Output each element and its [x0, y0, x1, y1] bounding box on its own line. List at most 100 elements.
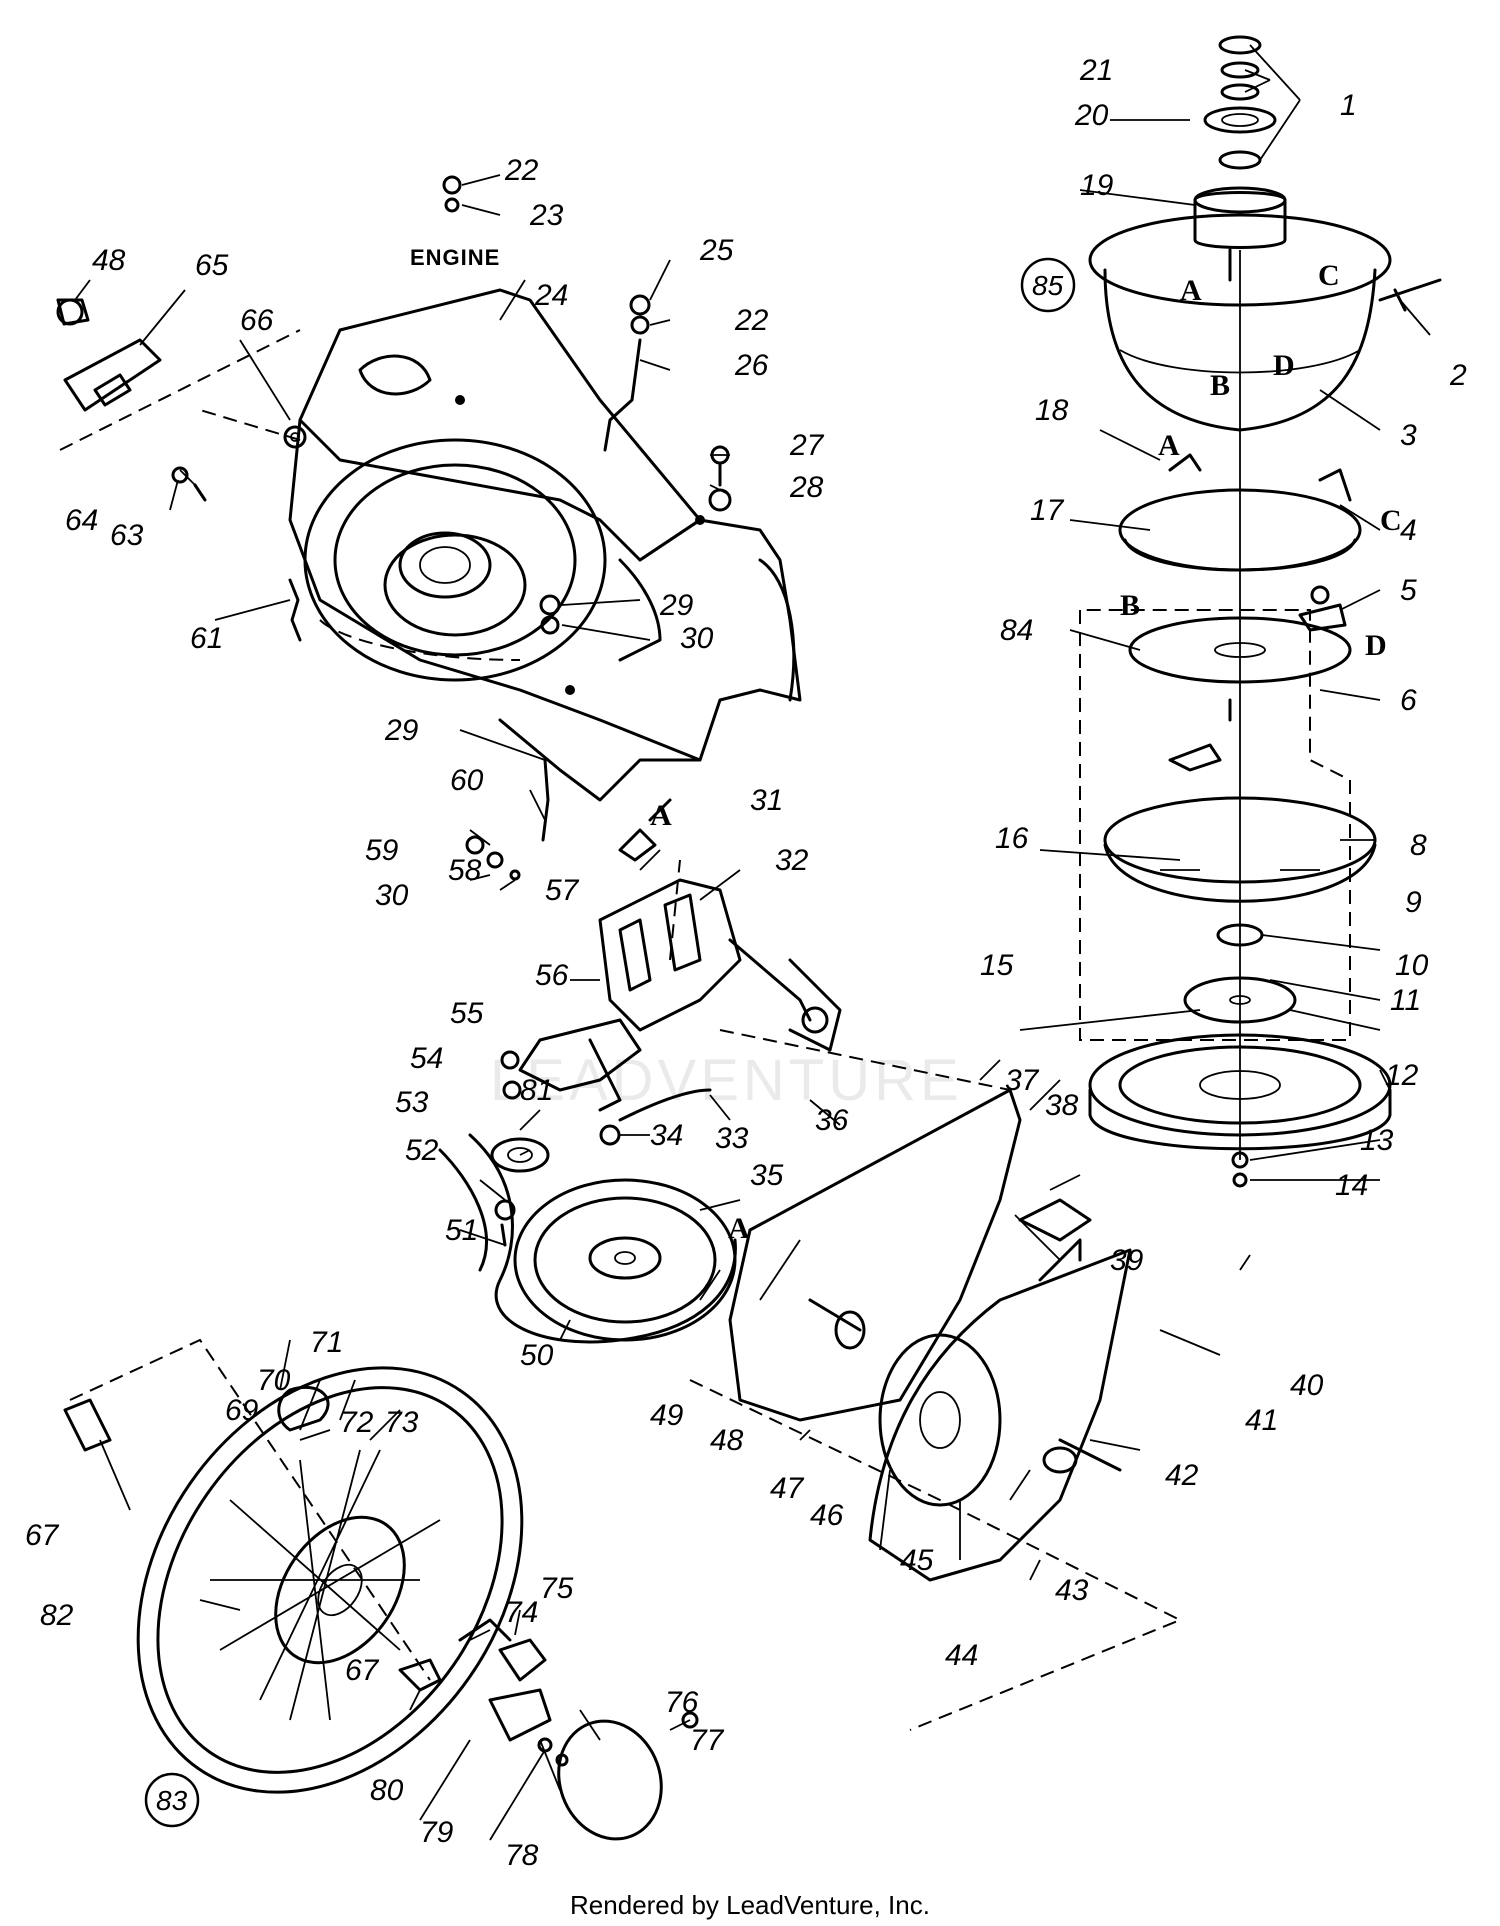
callout-35: 35 — [750, 1159, 784, 1192]
callout-77: 77 — [690, 1724, 725, 1757]
belt-pulley-drawing — [438, 1050, 737, 1344]
callout-1: 1 — [1340, 89, 1357, 122]
footer-credit: Rendered by LeadVenture, Inc. — [570, 1890, 930, 1920]
callout-15: 15 — [980, 949, 1014, 982]
callout-70: 70 — [257, 1364, 291, 1397]
engine-label: ENGINE — [410, 245, 500, 270]
letter-callout-D: D — [1365, 629, 1387, 662]
callout-76: 76 — [665, 1686, 699, 1719]
callout-45: 45 — [900, 1544, 934, 1577]
callout-48: 48 — [710, 1424, 744, 1457]
callout-55: 55 — [450, 997, 484, 1030]
callout-84: 84 — [1000, 614, 1033, 647]
letter-callout-B: B — [1120, 589, 1140, 622]
letter-callout-C: C — [1318, 259, 1340, 292]
callout-26: 26 — [734, 349, 769, 382]
callout-19: 19 — [1080, 169, 1114, 202]
callout-82: 82 — [40, 1599, 74, 1632]
letter-callout-A: A — [1180, 274, 1202, 307]
callout-53: 53 — [395, 1086, 429, 1119]
callout-3: 3 — [1400, 419, 1417, 452]
callout-14: 14 — [1335, 1169, 1368, 1202]
callout-8: 8 — [1410, 829, 1427, 862]
callout-6: 6 — [1400, 684, 1417, 717]
callout-48: 48 — [92, 244, 126, 277]
callout-73: 73 — [385, 1406, 419, 1439]
callout-13: 13 — [1360, 1124, 1394, 1157]
wheel-drawing — [63, 1338, 699, 1841]
callout-81: 81 — [520, 1074, 553, 1107]
callout-33: 33 — [715, 1122, 749, 1155]
letter-callout-A: A — [650, 799, 672, 832]
callout-52: 52 — [405, 1134, 439, 1167]
callout-22: 22 — [504, 154, 539, 187]
callout-59: 59 — [365, 834, 399, 867]
callout-60: 60 — [450, 764, 484, 797]
watermark-text: LEADVENTURE — [490, 1048, 963, 1113]
small-hardware-drawing — [171, 175, 732, 881]
callout-32: 32 — [775, 844, 809, 877]
callout-61: 61 — [190, 622, 223, 655]
callout-47: 47 — [770, 1472, 805, 1505]
callout-46: 46 — [810, 1499, 844, 1532]
callout-51: 51 — [445, 1214, 478, 1247]
callout-56: 56 — [535, 959, 569, 992]
callout-28: 28 — [789, 471, 824, 504]
callout-49: 49 — [650, 1399, 684, 1432]
callout-42: 42 — [1165, 1459, 1199, 1492]
svg-text:83: 83 — [156, 1785, 188, 1816]
callout-79: 79 — [420, 1816, 454, 1849]
callout-40: 40 — [1290, 1369, 1324, 1402]
chain-case-drawing — [689, 1029, 1183, 1731]
callout-44: 44 — [945, 1639, 978, 1672]
callout-2: 2 — [1449, 359, 1467, 392]
callout-63: 63 — [110, 519, 144, 552]
callout-24: 24 — [534, 279, 568, 312]
callout-66: 66 — [240, 304, 274, 337]
callout-37: 37 — [1005, 1064, 1040, 1097]
transmission-drawing — [518, 798, 842, 1146]
circled-callout-85: 85 — [1020, 257, 1076, 313]
letter-callout-A: A — [728, 1212, 750, 1245]
callout-39: 39 — [1110, 1244, 1144, 1277]
callout-57: 57 — [545, 874, 580, 907]
callout-27: 27 — [789, 429, 825, 462]
callout-43: 43 — [1055, 1574, 1089, 1607]
part-callouts: 1 2 3 4 5 6 8 9 10 11 12 13 14 15 16 17 … — [25, 54, 1467, 1872]
callout-72: 72 — [340, 1406, 374, 1439]
callout-20: 20 — [1074, 99, 1109, 132]
callout-74: 74 — [505, 1596, 538, 1629]
letter-callout-D: D — [1273, 349, 1295, 382]
callout-5: 5 — [1400, 574, 1417, 607]
callout-17: 17 — [1030, 494, 1065, 527]
callout-16: 16 — [995, 822, 1029, 855]
callout-9: 9 — [1405, 886, 1422, 919]
svg-text:85: 85 — [1032, 270, 1064, 301]
callout-29: 29 — [384, 714, 419, 747]
callout-25: 25 — [699, 234, 734, 267]
callout-21: 21 — [1079, 54, 1113, 87]
callout-54: 54 — [410, 1042, 443, 1075]
callout-29: 29 — [659, 589, 694, 622]
callout-38: 38 — [1045, 1089, 1079, 1122]
callout-78: 78 — [505, 1839, 539, 1872]
plate-48-65-drawing — [56, 298, 162, 412]
callout-41: 41 — [1245, 1404, 1278, 1437]
callout-12: 12 — [1385, 1059, 1419, 1092]
callout-50: 50 — [520, 1339, 554, 1372]
callout-11: 11 — [1390, 984, 1421, 1017]
callout-10: 10 — [1395, 949, 1429, 982]
letter-callout-B: B — [1210, 369, 1230, 402]
leader-lines — [74, 44, 1431, 1841]
callout-4: 4 — [1400, 514, 1417, 547]
callout-69: 69 — [225, 1394, 259, 1427]
callout-67: 67 — [25, 1519, 60, 1552]
callout-67: 67 — [345, 1654, 380, 1687]
callout-18: 18 — [1035, 394, 1069, 427]
callout-65: 65 — [195, 249, 229, 282]
callout-34: 34 — [650, 1119, 683, 1152]
letter-callout-A: A — [1158, 429, 1180, 462]
callout-23: 23 — [529, 199, 564, 232]
callout-64: 64 — [65, 504, 98, 537]
